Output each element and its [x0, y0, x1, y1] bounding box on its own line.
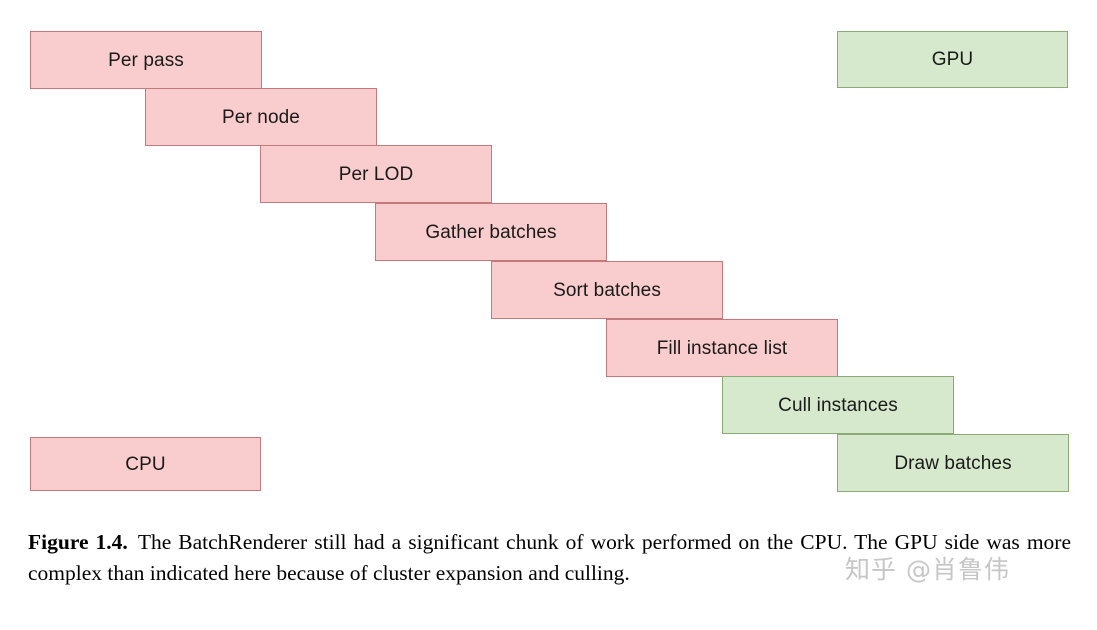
legend-label-cpu: CPU	[125, 453, 166, 475]
figure-caption: Figure 1.4.The BatchRenderer still had a…	[28, 527, 1071, 589]
legend-box-gpu: GPU	[837, 31, 1068, 88]
stage-label-per-lod: Per LOD	[338, 163, 414, 185]
figure-caption-text: The BatchRenderer still had a significan…	[28, 530, 1071, 585]
stage-label-gather-batches: Gather batches	[425, 221, 557, 243]
stage-box-draw-batches: Draw batches	[837, 434, 1069, 492]
legend-box-cpu: CPU	[30, 437, 261, 491]
stage-label-per-pass: Per pass	[108, 49, 184, 71]
figure-caption-label: Figure 1.4.	[28, 530, 128, 554]
stage-box-gather-batches: Gather batches	[375, 203, 607, 261]
stage-box-per-lod: Per LOD	[260, 145, 492, 203]
stage-box-per-node: Per node	[145, 88, 377, 146]
stage-label-cull-instances: Cull instances	[778, 394, 898, 416]
stage-box-cull-instances: Cull instances	[722, 376, 954, 434]
stage-label-draw-batches: Draw batches	[894, 452, 1012, 474]
stage-label-sort-batches: Sort batches	[553, 279, 661, 301]
figure-diagram: CPU GPU Per pass Per node Per LOD Gather…	[30, 31, 1069, 492]
stage-box-fill-instance-list: Fill instance list	[606, 319, 838, 377]
stage-box-per-pass: Per pass	[30, 31, 262, 89]
stage-label-fill-instance-list: Fill instance list	[656, 337, 788, 359]
legend-label-gpu: GPU	[931, 49, 974, 70]
stage-label-per-node: Per node	[222, 106, 300, 128]
stage-box-sort-batches: Sort batches	[491, 261, 723, 319]
